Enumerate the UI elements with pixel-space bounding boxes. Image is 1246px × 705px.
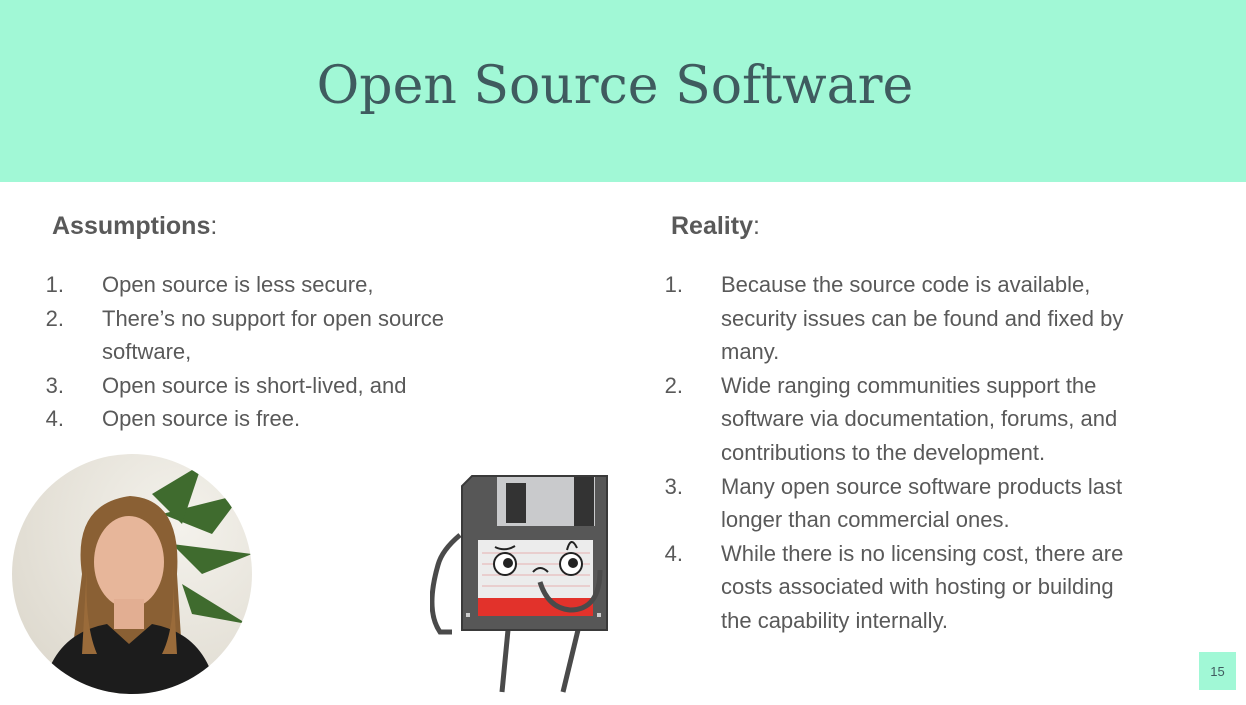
slide-title: Open Source Software (316, 56, 914, 116)
reality-heading: Reality: (671, 212, 760, 241)
presenter-image (42, 464, 252, 694)
item-text: Wide ranging communities support the sof… (721, 372, 1118, 465)
item-text: Open source is less secure, (102, 272, 374, 297)
list-item: 3. Many open source software products las… (659, 470, 1129, 537)
list-item: 2. There’s no support for open source sof… (40, 302, 520, 369)
item-text: While there is no licensing cost, there … (721, 540, 1124, 633)
item-number: 1. (664, 272, 683, 297)
list-item: 2. Wide ranging communities support the s… (659, 369, 1129, 470)
reality-list: 1. Because the source code is available, … (659, 268, 1129, 638)
list-item: 4. While there is no licensing cost, ther… (659, 537, 1129, 638)
item-number: 2. (45, 305, 64, 331)
item-number: 4. (45, 406, 64, 432)
list-item: 1. Open source is less secure, (40, 268, 520, 302)
item-text: Many open source software products last … (721, 473, 1123, 533)
assumptions-heading-text: Assumptions (52, 212, 211, 240)
item-number: 4. (664, 540, 683, 566)
floppy-disk-icon (429, 475, 608, 693)
item-number: 1. (45, 272, 64, 297)
item-number: 3. (664, 473, 683, 499)
assumptions-list: 1. Open source is less secure, 2. There’s … (40, 268, 520, 436)
item-text: Because the source code is available, se… (721, 272, 1124, 365)
item-text: There’s no support for open source softw… (102, 305, 445, 365)
item-number: 2. (664, 372, 683, 398)
page-number: 15 (1199, 652, 1236, 690)
list-item: 4. Open source is free. (40, 402, 520, 436)
floppy-disk-illustration (429, 460, 630, 700)
colon: : (752, 212, 760, 240)
list-item: 3. Open source is short-lived, and (40, 369, 520, 403)
item-text: Open source is free. (102, 406, 301, 432)
slide-header: Open Source Software (0, 0, 1246, 182)
item-number: 3. (45, 372, 64, 398)
list-item: 1. Because the source code is available, … (659, 268, 1129, 369)
colon: : (210, 212, 218, 240)
item-text: Open source is short-lived, and (102, 372, 407, 398)
assumptions-heading: Assumptions: (52, 212, 217, 241)
reality-heading-text: Reality (671, 212, 753, 240)
presenter-video (12, 454, 252, 694)
